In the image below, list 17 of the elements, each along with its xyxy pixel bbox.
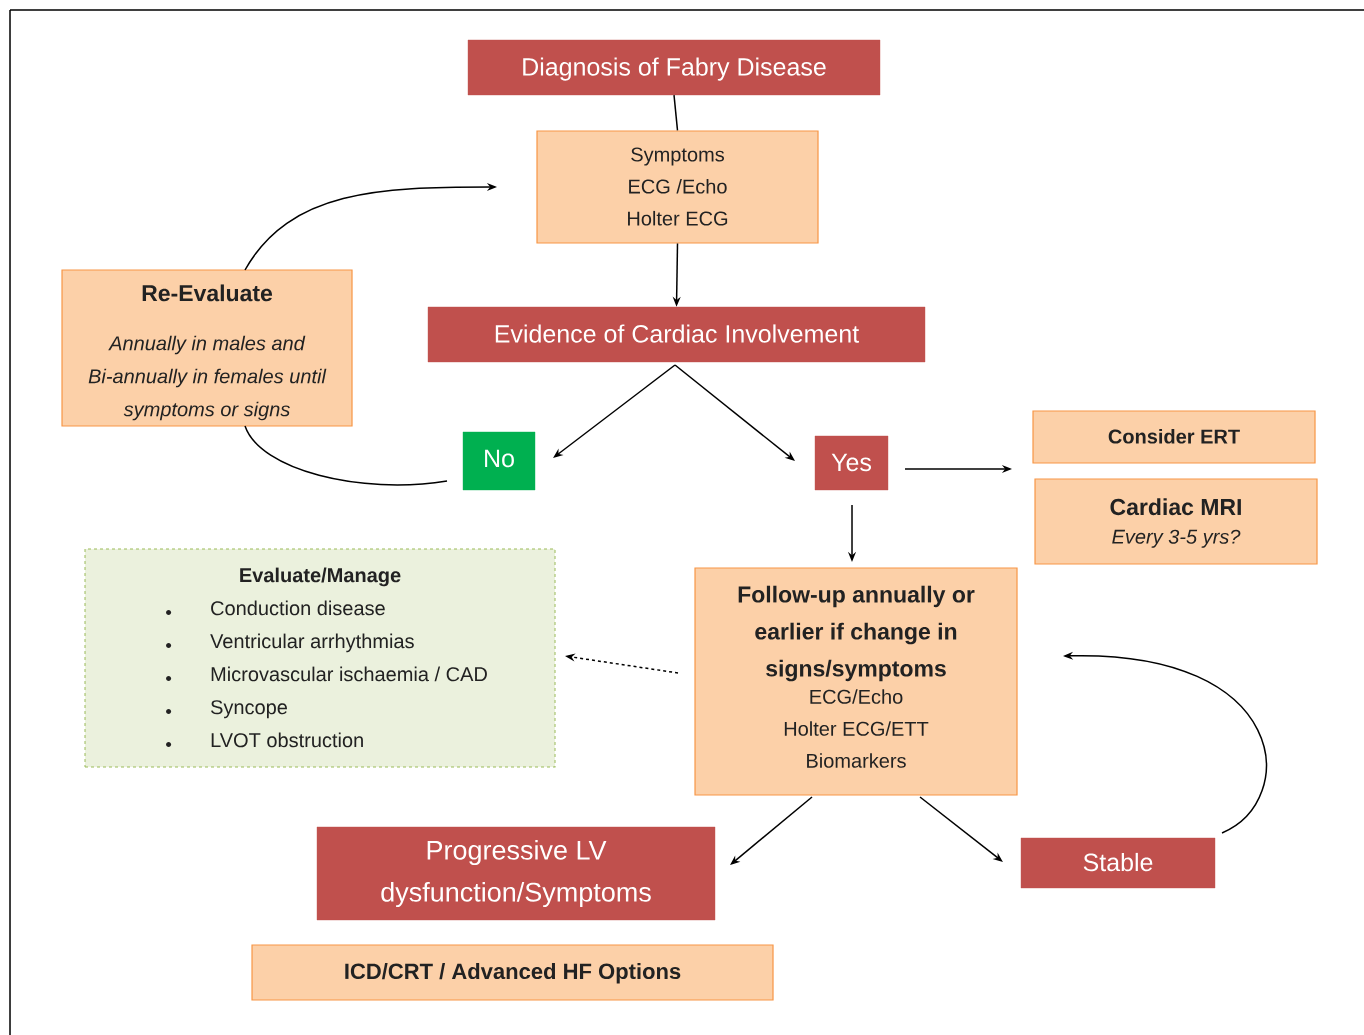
info-box: Follow-up annually or earlier if change in signs/symptoms ECG/Echo Holter ECG/ETT Biomarkers bbox=[694, 567, 1018, 796]
arrow bbox=[730, 796, 813, 865]
arrow bbox=[553, 364, 676, 458]
decision-box: No bbox=[462, 431, 536, 491]
info-box: Cardiac MRI Every 3-5 yrs? bbox=[1034, 478, 1318, 565]
info-box: ICD/CRT / Advanced HF Options bbox=[251, 944, 774, 1001]
process-box: Diagnosis of Fabry Disease bbox=[467, 39, 881, 96]
info-box: Consider ERT bbox=[1032, 410, 1316, 464]
info-box: Re-Evaluate Annually in males and Bi-annually in females until symptoms or signs bbox=[61, 269, 353, 427]
process-box: Progressive LV dysfunction/Symptoms bbox=[316, 826, 716, 921]
process-box: Evidence of Cardiac Involvement bbox=[427, 306, 926, 363]
arrow bbox=[674, 364, 795, 461]
note-box: Evaluate/Manage Conduction disease Ventricular arrhythmias Microvascular ischaemia / CAD Syncope LVOT obstruction bbox=[84, 548, 556, 768]
process-box: Stable bbox=[1020, 837, 1216, 889]
info-box: Symptoms ECG /Echo Holter ECG bbox=[536, 130, 819, 244]
process-box: Yes bbox=[814, 435, 889, 491]
arrow bbox=[919, 796, 1003, 862]
